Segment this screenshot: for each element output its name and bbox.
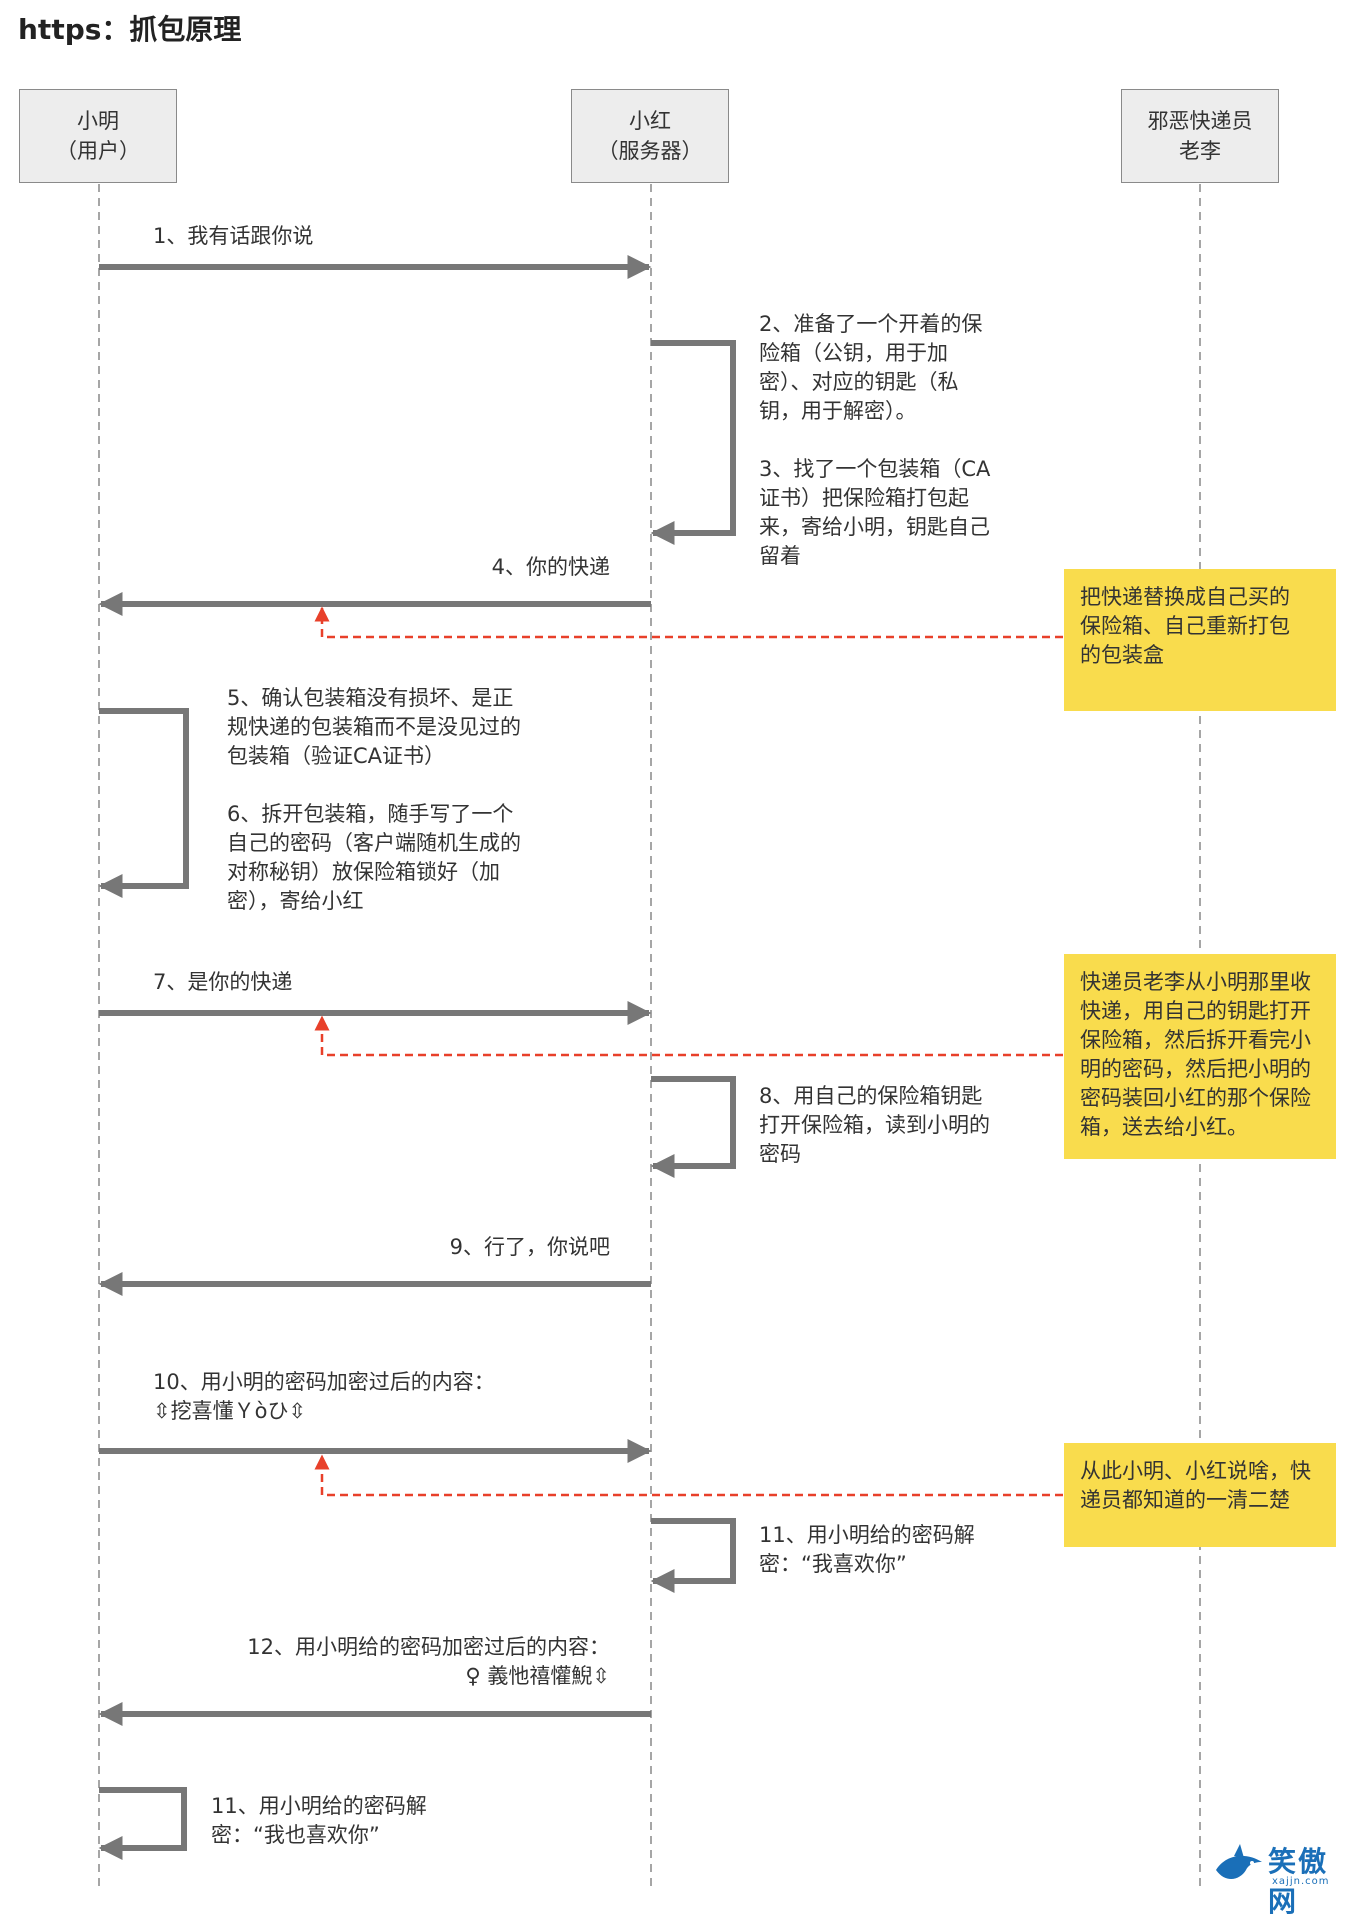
message-11b-label: 11、用小明给的密码解 密：“我也喜欢你”: [211, 1794, 427, 1847]
intercept-line-3: [314, 1454, 1063, 1497]
actor-xiaohong: 小红 （服务器）: [571, 89, 729, 183]
message-2-3-label: 2、准备了一个开着的保 险箱（公钥，用于加 密）、对应的钥匙（私 钥，用于解密）…: [759, 312, 991, 568]
watermark-logo: 笑傲网 xajjn.com: [1212, 1840, 1350, 1918]
self-arrow-msg-11a: [650, 1518, 736, 1593]
actor-xiaoming: 小明 （用户）: [19, 89, 177, 183]
message-5-6-label: 5、确认包装箱没有损坏、是正 规快递的包装箱而不是没见过的 包装箱（验证CA证书…: [227, 686, 521, 913]
self-arrow-msg-11b: [98, 1787, 187, 1860]
watermark-url: xajjn.com: [1272, 1876, 1330, 1887]
note-courier-knows-all: 从此小明、小红说啥，快 递员都知道的一清二楚: [1064, 1443, 1336, 1547]
message-9-label: 9、行了，你说吧: [449, 1235, 610, 1259]
message-12-label: 12、用小明给的密码加密过后的内容： ♀ 義忚禧懽鯢⇳: [247, 1635, 610, 1688]
intercept-line-2: [314, 1015, 1063, 1057]
intercept-line-1: [314, 606, 1063, 639]
note-replace-package: 把快递替换成自己买的 保险箱、自己重新打包 的包装盒: [1064, 569, 1336, 711]
actor-laoli: 邪恶快递员 老李: [1121, 89, 1279, 183]
message-10-label: 10、用小明的密码加密过后的内容： ⇳挖喜懂Ｙòひ⇳: [153, 1370, 495, 1423]
message-4-label: 4、你的快递: [491, 555, 610, 579]
self-arrow-msg-5-6: [98, 708, 189, 898]
message-1-label: 1、我有话跟你说: [153, 224, 314, 248]
self-arrow-msg-2-3: [650, 340, 736, 545]
shark-logo-icon: [1216, 1844, 1262, 1880]
note-courier-reads-key: 快递员老李从小明那里收 快递，用自己的钥匙打开 保险箱，然后拆开看完小 明的密码…: [1064, 954, 1336, 1159]
message-7-label: 7、是你的快递: [153, 970, 293, 994]
diagram-title: https：抓包原理: [18, 13, 242, 46]
self-arrow-msg-8: [650, 1076, 736, 1178]
message-11a-label: 11、用小明给的密码解 密：“我喜欢你”: [759, 1523, 975, 1576]
message-8-label: 8、用自己的保险箱钥匙 打开保险箱，读到小明的 密码: [759, 1084, 990, 1166]
